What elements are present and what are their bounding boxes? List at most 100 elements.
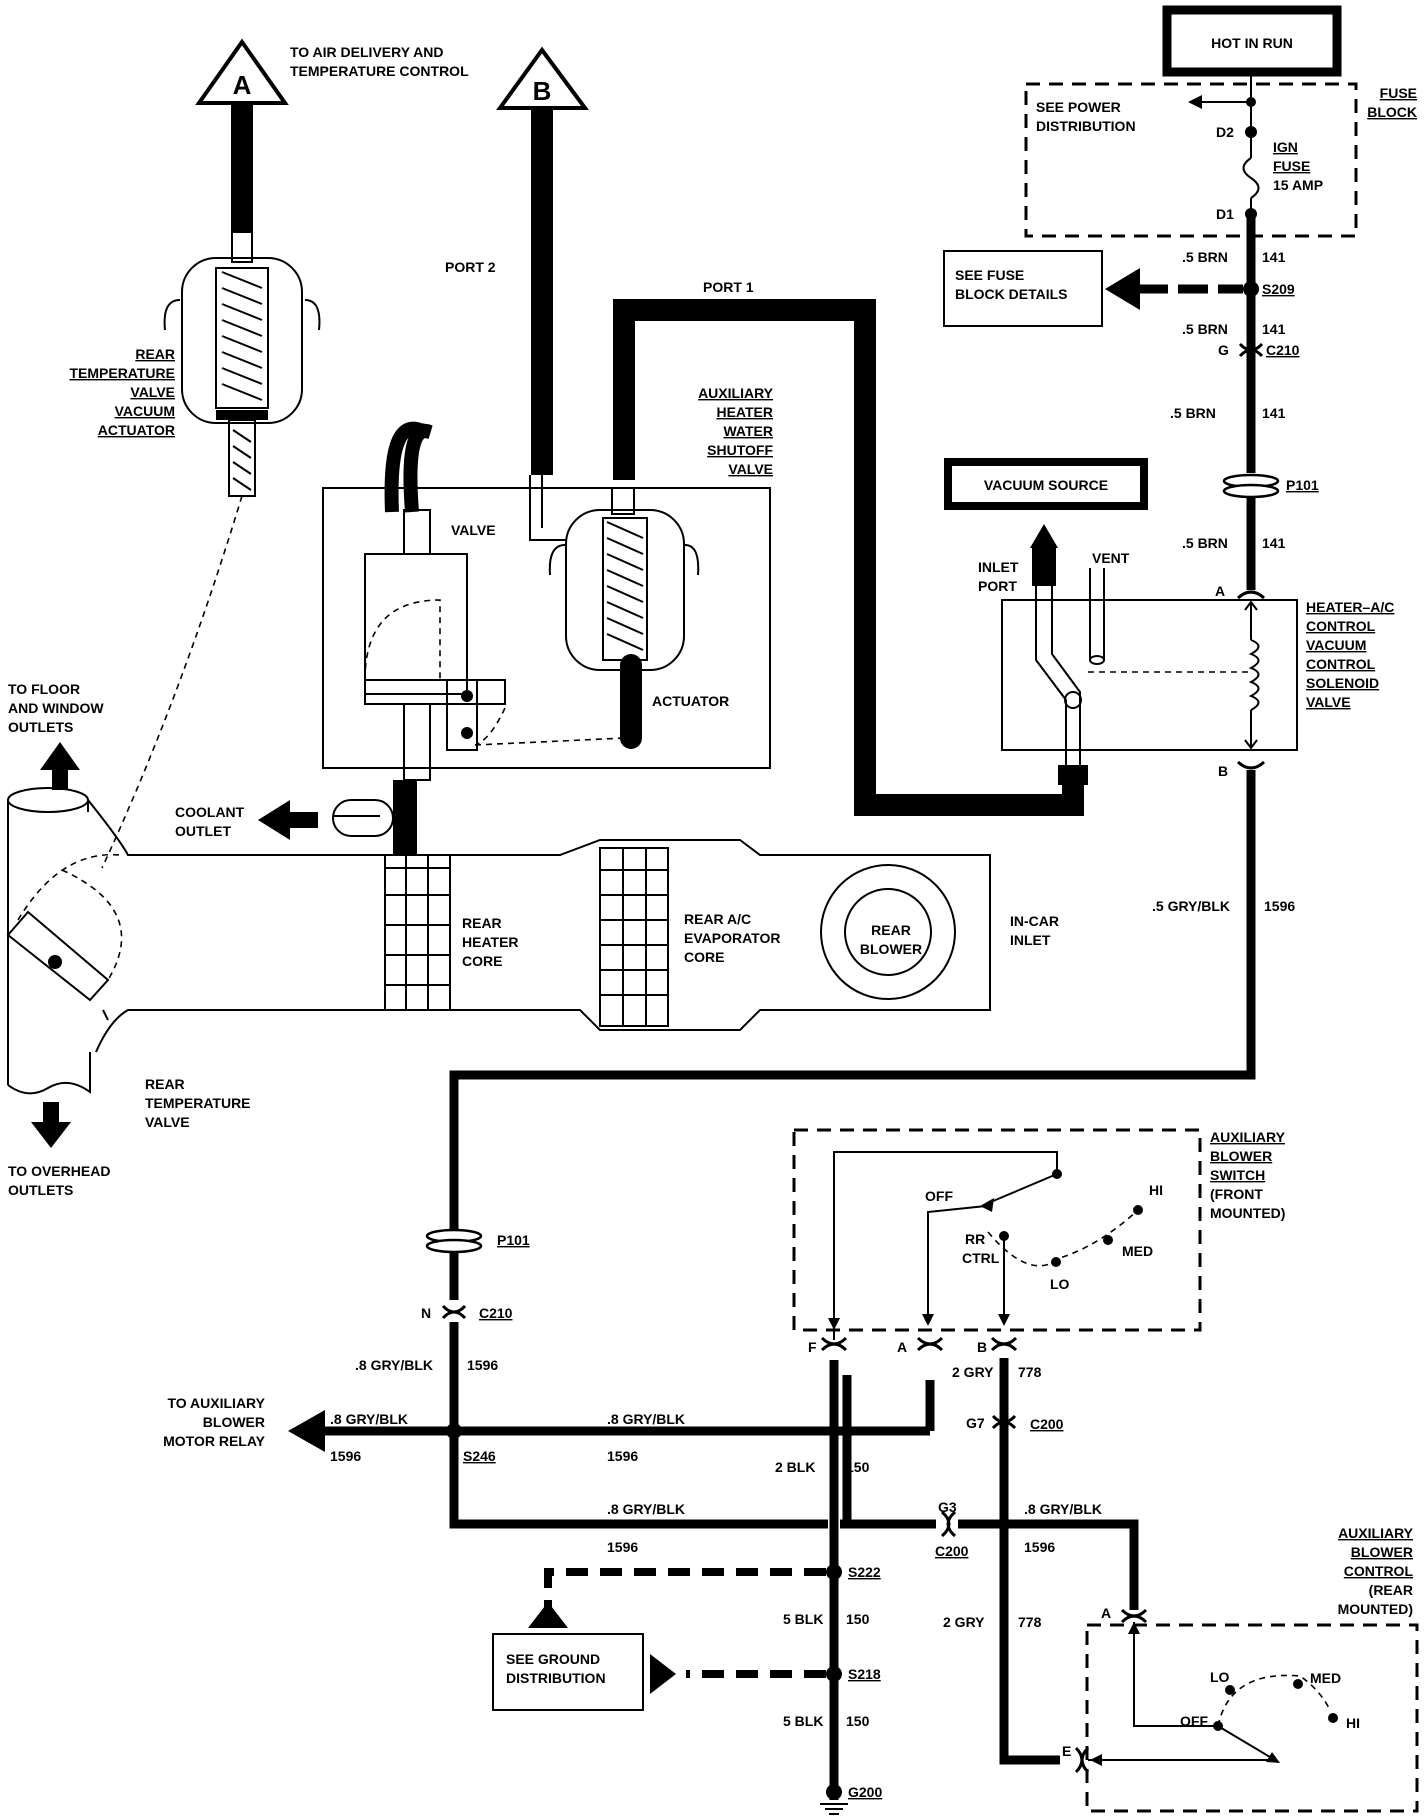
- svg-text:15 AMP: 15 AMP: [1273, 177, 1323, 193]
- svg-text:CONTROL: CONTROL: [1306, 618, 1376, 634]
- vacuum-port-a: A: [195, 38, 289, 105]
- air-duct: [7, 787, 991, 1095]
- svg-text:CONTROL: CONTROL: [1344, 1563, 1414, 1579]
- rear-blower-label: REAR BLOWER: [860, 922, 922, 957]
- svg-text:150: 150: [846, 1713, 870, 1729]
- svg-text:OFF: OFF: [925, 1188, 953, 1204]
- connector-c200-upper: [991, 1414, 1017, 1430]
- svg-text:.8 GRY/BLK: .8 GRY/BLK: [355, 1357, 433, 1373]
- svg-text:HOT IN RUN: HOT IN RUN: [1211, 35, 1293, 51]
- svg-text:G200: G200: [848, 1784, 882, 1800]
- svg-text:VALVE: VALVE: [728, 461, 773, 477]
- ground-g200: [826, 1784, 842, 1800]
- svg-text:.5 BRN: .5 BRN: [1182, 535, 1228, 551]
- svg-text:BLOWER: BLOWER: [1351, 1544, 1413, 1560]
- connector-c210-top: [1238, 342, 1264, 358]
- svg-text:REAR: REAR: [145, 1076, 185, 1092]
- svg-text:SEE POWER: SEE POWER: [1036, 99, 1121, 115]
- svg-text:AUXILIARY: AUXILIARY: [1338, 1525, 1414, 1541]
- svg-text:.5 GRY/BLK: .5 GRY/BLK: [1152, 898, 1230, 914]
- connector-c210-lower: [441, 1304, 467, 1320]
- svg-text:778: 778: [1018, 1364, 1042, 1380]
- svg-text:(REAR: (REAR: [1369, 1582, 1413, 1598]
- svg-text:A: A: [1215, 583, 1225, 599]
- svg-text:HI: HI: [1149, 1182, 1163, 1198]
- svg-text:CTRL: CTRL: [962, 1250, 1000, 1266]
- svg-text:HEATER: HEATER: [716, 404, 773, 420]
- svg-text:A: A: [233, 70, 252, 100]
- passthrough-p101-lower: [425, 1228, 483, 1254]
- svg-text:S222: S222: [848, 1564, 881, 1580]
- svg-text:OFF: OFF: [1180, 1713, 1208, 1729]
- svg-text:SHUTOFF: SHUTOFF: [707, 442, 773, 458]
- in-car-inlet-label: IN-CAR INLET: [1010, 913, 1059, 948]
- svg-text:141: 141: [1262, 405, 1286, 421]
- svg-text:DISTRIBUTION: DISTRIBUTION: [1036, 118, 1136, 134]
- solenoid-valve-label: HEATER–A/C CONTROL VACUUM CONTROL SOLENO…: [1306, 599, 1394, 710]
- svg-text:RR: RR: [965, 1231, 985, 1247]
- svg-text:P101: P101: [497, 1232, 530, 1248]
- svg-text:BLOWER: BLOWER: [1210, 1148, 1272, 1164]
- solenoid-valve-box: [1001, 599, 1298, 751]
- svg-text:CORE: CORE: [462, 953, 502, 969]
- fuse-block: [1024, 82, 1358, 238]
- see-ground-box: SEE GROUND DISTRIBUTION: [492, 1633, 644, 1711]
- svg-text:2 GRY: 2 GRY: [952, 1364, 994, 1380]
- svg-text:1596: 1596: [467, 1357, 498, 1373]
- svg-text:AUXILIARY: AUXILIARY: [1210, 1129, 1286, 1145]
- svg-text:IN-CAR: IN-CAR: [1010, 913, 1059, 929]
- fuse-block-label: FUSE BLOCK: [1367, 85, 1417, 120]
- wire-1596-main: [449, 770, 1256, 1235]
- evaporator-label: REAR A/C EVAPORATOR CORE: [684, 911, 780, 965]
- floor-outlet-arrow: [40, 742, 80, 790]
- svg-text:SWITCH: SWITCH: [1210, 1167, 1265, 1183]
- svg-text:B: B: [1218, 763, 1228, 779]
- see-fuse-block-box: SEE FUSE BLOCK DETAILS: [943, 250, 1103, 327]
- rear-temp-actuator-label: REAR TEMPERATURE VALVE VACUUM ACTUATOR: [69, 346, 175, 438]
- svg-text:S246: S246: [463, 1448, 496, 1464]
- svg-text:TO OVERHEAD: TO OVERHEAD: [8, 1163, 110, 1179]
- front-switch-label: AUXILIARY BLOWER SWITCH (FRONT MOUNTED): [1210, 1129, 1286, 1221]
- svg-text:2 BLK: 2 BLK: [775, 1459, 815, 1475]
- svg-text:SEE GROUND: SEE GROUND: [506, 1651, 600, 1667]
- overhead-outlet-label: TO OVERHEAD OUTLETS: [8, 1163, 110, 1198]
- svg-text:BLOCK DETAILS: BLOCK DETAILS: [955, 286, 1068, 302]
- svg-text:REAR: REAR: [135, 346, 175, 362]
- svg-text:REAR: REAR: [462, 915, 502, 931]
- svg-text:EVAPORATOR: EVAPORATOR: [684, 930, 780, 946]
- fuse-rating-label: IGN FUSE 15 AMP: [1273, 139, 1323, 193]
- svg-text:MOUNTED): MOUNTED): [1338, 1601, 1413, 1617]
- svg-text:141: 141: [1262, 249, 1286, 265]
- svg-text:MED: MED: [1122, 1243, 1153, 1259]
- vent-label: VENT: [1092, 550, 1130, 566]
- svg-text:B: B: [977, 1339, 987, 1355]
- rear-temp-actuator: [181, 257, 303, 424]
- svg-text:D1: D1: [1216, 206, 1234, 222]
- svg-text:S209: S209: [1262, 281, 1295, 297]
- inlet-port-label: INLET PORT: [978, 559, 1019, 594]
- svg-text:A: A: [897, 1339, 907, 1355]
- svg-text:C210: C210: [1266, 342, 1300, 358]
- svg-text:VALVE: VALVE: [130, 384, 175, 400]
- svg-text:N: N: [421, 1305, 431, 1321]
- svg-text:.8 GRY/BLK: .8 GRY/BLK: [607, 1411, 685, 1427]
- svg-text:S218: S218: [848, 1666, 881, 1682]
- svg-text:141: 141: [1262, 321, 1286, 337]
- svg-text:VALVE: VALVE: [1306, 694, 1351, 710]
- svg-text:G3: G3: [938, 1499, 957, 1515]
- svg-text:HEATER: HEATER: [462, 934, 519, 950]
- svg-text:1596: 1596: [330, 1448, 361, 1464]
- svg-text:REAR: REAR: [871, 922, 911, 938]
- svg-text:MOUNTED): MOUNTED): [1210, 1205, 1285, 1221]
- svg-text:ACTUATOR: ACTUATOR: [98, 422, 175, 438]
- svg-text:G7: G7: [966, 1415, 985, 1431]
- svg-text:FUSE: FUSE: [1273, 158, 1310, 174]
- svg-text:150: 150: [846, 1611, 870, 1627]
- svg-text:G: G: [1218, 342, 1229, 358]
- coolant-outlet-label: COOLANT: [175, 804, 245, 820]
- shutoff-valve-label: AUXILIARY HEATER WATER SHUTOFF VALVE: [698, 385, 774, 477]
- svg-text:(FRONT: (FRONT: [1210, 1186, 1263, 1202]
- svg-text:5 BLK: 5 BLK: [783, 1611, 823, 1627]
- svg-text:TEMPERATURE: TEMPERATURE: [69, 365, 175, 381]
- connector-c200-lower: [940, 1510, 957, 1538]
